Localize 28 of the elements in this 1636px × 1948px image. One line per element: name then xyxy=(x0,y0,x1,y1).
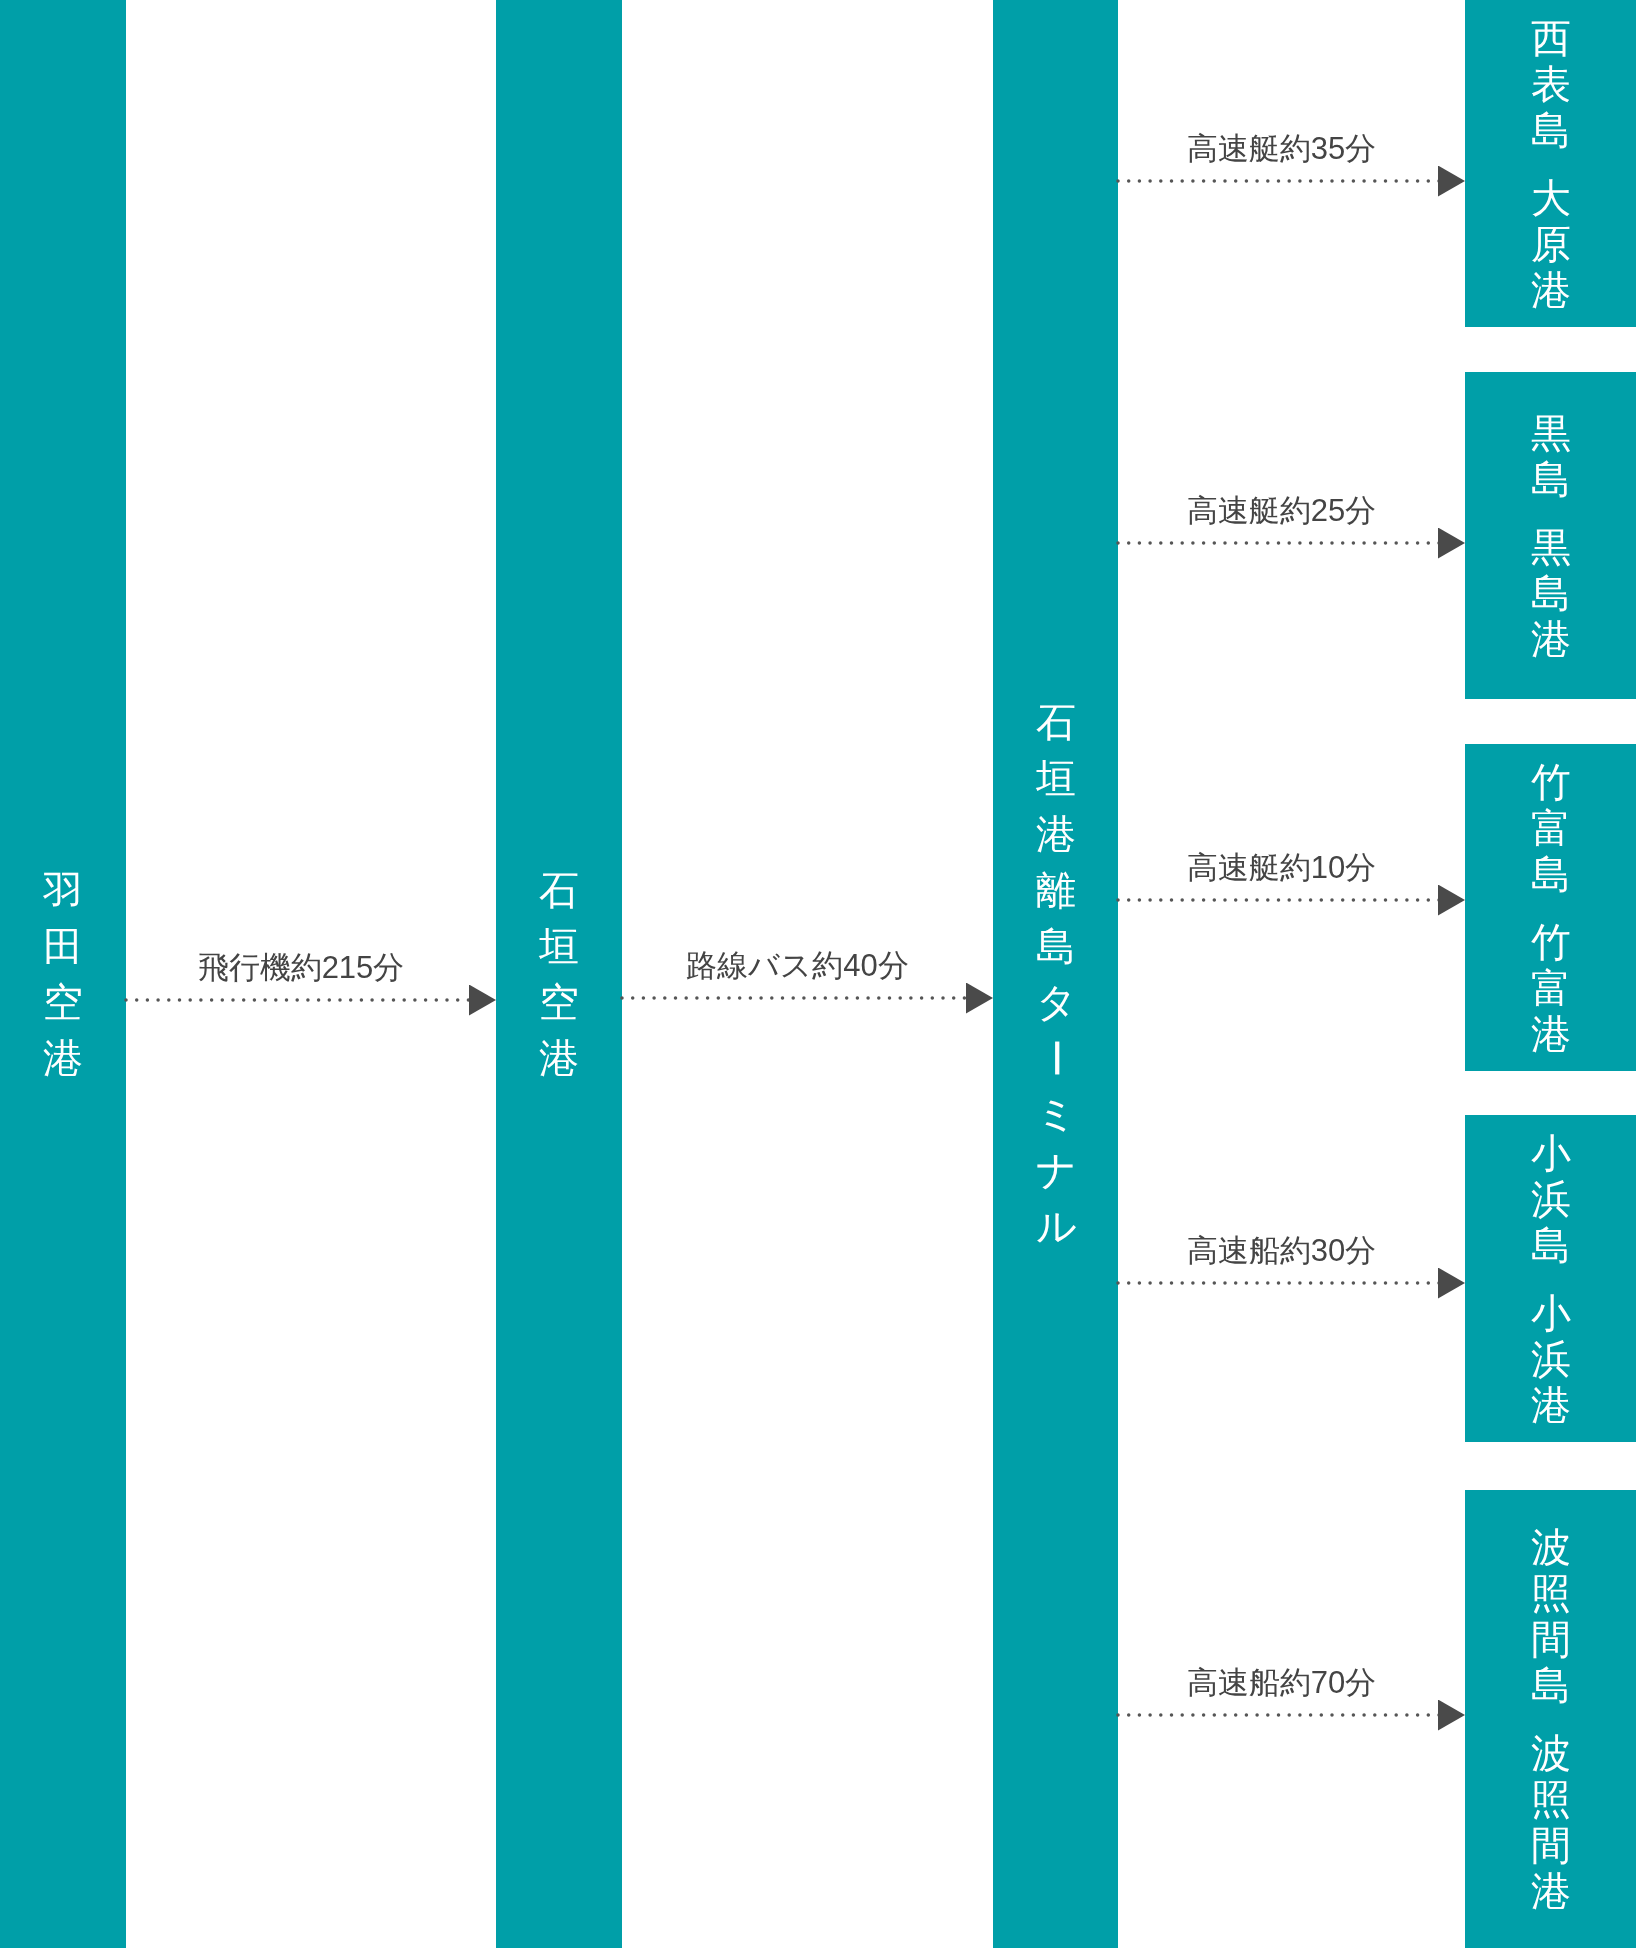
arrow xyxy=(620,982,995,1014)
arrow xyxy=(1116,1699,1467,1731)
destination-name: 竹富港 xyxy=(1530,918,1571,1057)
destination-box xyxy=(1465,1490,1636,1948)
station-column xyxy=(0,0,126,1948)
station-column xyxy=(496,0,622,1948)
station-column xyxy=(993,0,1118,1948)
destination-box xyxy=(1465,1115,1636,1442)
arrow xyxy=(1116,1267,1467,1299)
destination-name: 大原港 xyxy=(1530,174,1571,313)
station-name: 羽田空港 xyxy=(43,866,83,1083)
arrow xyxy=(124,984,498,1016)
destination-name: 小浜島 xyxy=(1530,1129,1571,1268)
arrow xyxy=(1116,527,1467,559)
destination-name: 西表島 xyxy=(1530,14,1571,153)
destination-name: 黒島 xyxy=(1530,409,1571,502)
destination-name: 波照間島 xyxy=(1530,1524,1571,1708)
destination-name: 竹富島 xyxy=(1530,758,1571,897)
destination-box xyxy=(1465,0,1636,327)
destination-name: 黒島港 xyxy=(1530,523,1571,662)
destination-box xyxy=(1465,372,1636,699)
arrow xyxy=(1116,884,1467,916)
station-name: 石垣空港 xyxy=(539,866,579,1083)
station-name: 石垣港離島ターミナル xyxy=(1035,698,1076,1251)
destination-box xyxy=(1465,744,1636,1071)
destination-name: 波照間港 xyxy=(1530,1730,1571,1914)
arrow xyxy=(1116,165,1467,197)
destination-name: 小浜港 xyxy=(1530,1289,1571,1428)
